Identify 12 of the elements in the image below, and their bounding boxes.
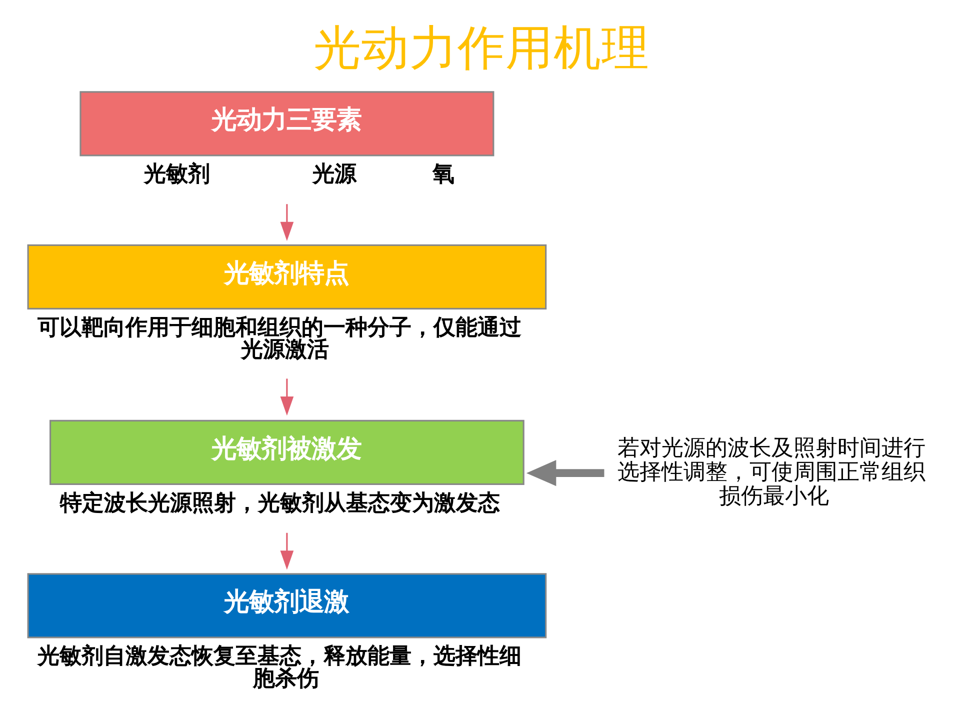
node-label: 光敏剂自激发态恢复至基态，释放能量，选择性细胞杀伤	[37, 642, 522, 691]
diagram-title: 光动力作用机理	[313, 20, 649, 76]
arrow	[526, 460, 604, 486]
node-text: 若对光源的波长及照射时间进行选择性调整，可使周围正常组织损伤最小化	[616, 434, 925, 508]
node-label: 特定波长光源照射，光敏剂从基态变为激发态	[59, 489, 500, 516]
node-label: 氧	[432, 160, 454, 187]
arrow	[280, 378, 294, 416]
node-label: 光敏剂	[144, 160, 210, 187]
node-label: 光源	[312, 160, 356, 187]
arrow	[280, 204, 294, 240]
arrow	[280, 532, 294, 570]
node-label: 可以靶向作用于细胞和组织的一种分子，仅能通过光源激活	[37, 314, 522, 362]
